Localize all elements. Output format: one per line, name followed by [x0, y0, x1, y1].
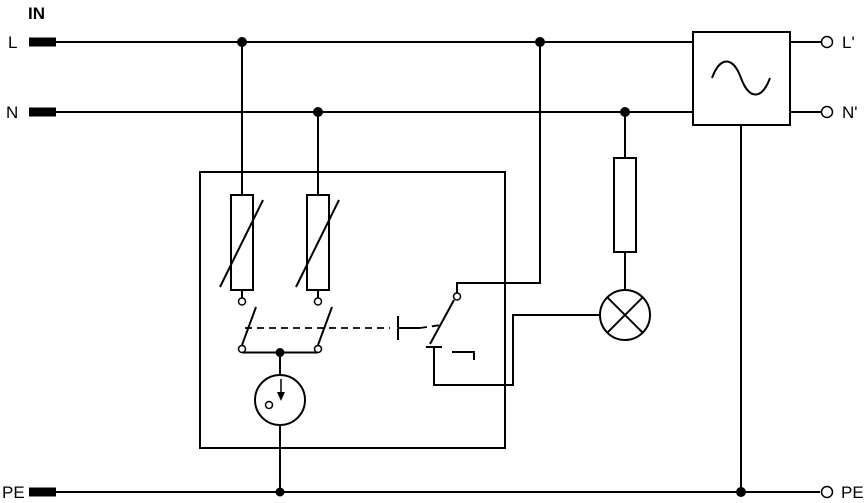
label-l-in: L [8, 33, 17, 52]
lamp-branch [599, 112, 651, 341]
contact-terminal [313, 297, 323, 306]
terminal-l-out [820, 35, 834, 49]
label-n-in: N [6, 103, 18, 122]
contact-terminal [237, 297, 247, 306]
contact-terminal [452, 292, 462, 301]
terminal-l-in [29, 37, 56, 47]
mains-filter [692, 31, 791, 492]
varistor-branch-2 [295, 112, 340, 354]
label-in: IN [28, 4, 45, 23]
varistor-diagonal [295, 199, 340, 288]
resistor-icon [613, 157, 637, 253]
contact-terminal [313, 344, 323, 354]
terminal-n-in [29, 107, 56, 117]
label-n-out: N' [842, 103, 858, 122]
indicator-arrowhead [277, 392, 285, 401]
disconnector-blade [317, 306, 333, 346]
n-rail: N N' [6, 103, 858, 122]
disconnector-blade [241, 306, 257, 346]
label-pe-out: PE [841, 483, 864, 502]
label-pe-in: PE [2, 483, 25, 502]
terminal-pe-out [820, 485, 834, 499]
terminal-pe-in [29, 487, 56, 497]
fault-indicator-icon [254, 374, 306, 426]
switch-blade [429, 299, 455, 345]
varistor-diagonal [219, 199, 264, 288]
pe-rail: PE PE [2, 483, 864, 502]
wire [456, 42, 541, 293]
linkage-dashed-line [419, 324, 442, 329]
lamp-cross [606, 296, 644, 334]
varistor-branch-1 [219, 42, 264, 354]
pe-branch [242, 348, 318, 492]
spd-enclosure [199, 171, 506, 449]
sine-wave-icon [711, 60, 771, 96]
changeover-contact [426, 42, 600, 386]
label-l-out: L' [842, 33, 855, 52]
indicator-contact [264, 400, 274, 410]
mechanical-linkage [245, 316, 442, 340]
terminal-n-out [820, 105, 834, 119]
contact-terminal [237, 344, 247, 354]
wire-to-lamp [433, 314, 600, 386]
open-contact-stub [452, 351, 475, 360]
